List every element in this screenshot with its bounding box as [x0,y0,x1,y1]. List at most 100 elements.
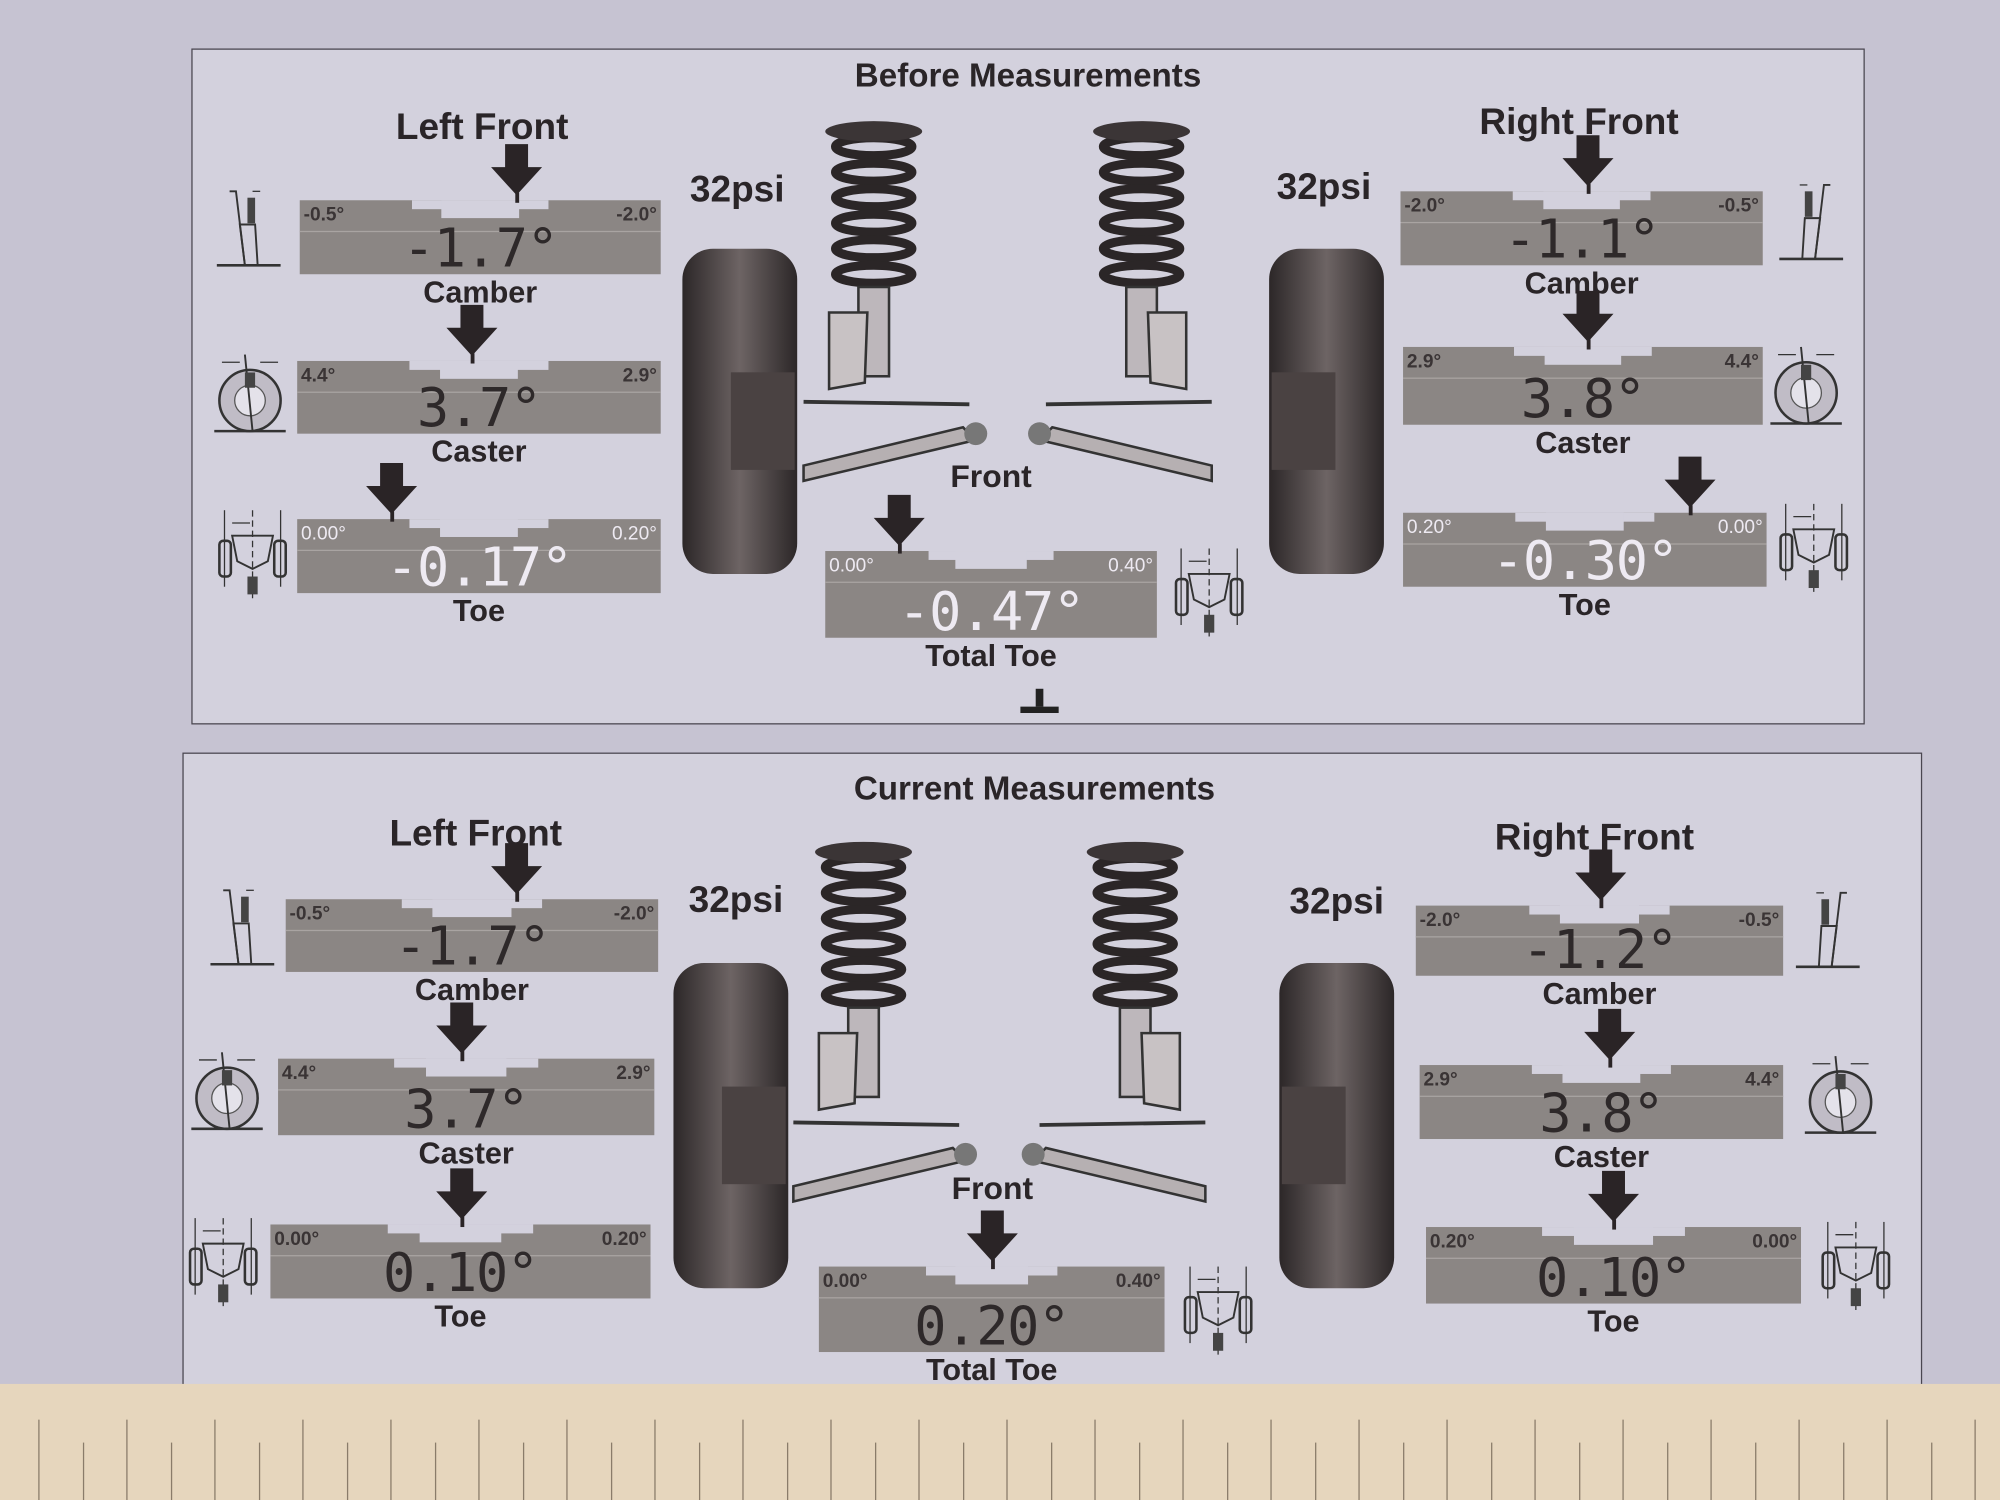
ruler-tick [478,1419,480,1500]
down-arrow-icon [446,304,498,364]
gauge-line [1403,543,1767,545]
strut-illustration [1028,121,1214,483]
wheel-illustration [1269,248,1384,574]
ruler-tick [522,1442,524,1500]
toe-icon [1183,1266,1253,1356]
ruler-tick [742,1419,744,1500]
caster-icon [214,354,286,433]
gauge-notch [426,1058,507,1077]
gauge-min-label: 4.4° [281,1062,317,1085]
ruler-tick [1622,1419,1624,1500]
front-label: Front [951,1170,1034,1207]
toe-icon [1174,548,1244,638]
gauge-line [825,581,1157,583]
ruler-tick [918,1419,920,1500]
gauge-max-label: -2.0° [613,903,655,925]
gauge-min-label: 0.00° [822,1270,868,1293]
ruler-tick [654,1419,656,1500]
left-front-caster-gauge: 4.4°2.9°3.7° [278,1058,655,1140]
ruler-tick [1886,1419,1888,1500]
gauge-max-label: -0.5° [1738,909,1780,932]
left-front-camber-label: Camber [414,973,529,1008]
left-front-toe-gauge: 0.00°0.20°0.10° [270,1224,651,1304]
caster-icon [1770,346,1842,425]
gauge-max-label: 2.9° [616,1062,651,1085]
left-front-title: Left Front [395,107,569,148]
camber-icon [210,889,275,966]
gauge-line [1403,377,1763,379]
ruler-tick [1754,1442,1756,1500]
gauge-notch [432,899,512,918]
total-toe-gauge: 0.00°0.40°-0.47° [825,551,1157,643]
gauge-notch [441,200,519,219]
left-front-caster-label: Caster [431,434,527,470]
gauge-notch [1562,1065,1641,1083]
down-arrow-icon [1664,456,1716,516]
ruler-tick [698,1442,700,1500]
ruler-tick [302,1419,304,1500]
gauge-line [299,230,661,233]
ruler-tick [126,1419,128,1500]
left-front-camber-gauge: -0.5°-2.0°-1.7° [285,899,659,977]
ruler-tick [1490,1442,1492,1500]
ruler-tick [1050,1442,1052,1500]
gauge-max-label: 4.4° [1745,1068,1780,1091]
gauge-min-label: 2.9° [1406,350,1442,373]
down-arrow-icon [491,843,543,902]
ruler-tick [1974,1419,1976,1500]
ruler-tick [1138,1442,1140,1500]
ruler-tick [170,1442,172,1500]
toe-icon [1821,1221,1891,1312]
ruler-tick [390,1419,392,1500]
ruler-tick [1270,1419,1272,1500]
right-front-caster-gauge: 2.9°4.4°3.8° [1419,1065,1784,1144]
gauge-min-label: -0.5° [289,903,331,925]
down-arrow-icon [436,1168,488,1228]
down-arrow-icon [366,463,418,522]
gauge-min-label: 0.00° [274,1228,320,1250]
down-arrow-icon [1562,135,1614,194]
gauge-min-label: -2.0° [1419,909,1461,932]
ruler-tick [1446,1419,1448,1500]
ruler-tick [82,1442,84,1500]
total-toe-gauge: 0.00°0.40°0.20° [818,1266,1165,1357]
down-arrow-icon [1575,849,1627,909]
total-toe-label: Total Toe [925,639,1057,674]
strut-illustration [1021,841,1207,1204]
gauge-max-label: 0.20° [601,1228,647,1250]
gauge-notch [440,519,518,537]
ruler-tick [1666,1442,1668,1500]
left-front-caster-gauge: 4.4°2.9°3.7° [297,360,661,439]
gauge-line [1415,936,1784,938]
right-front-caster-label: Caster [1553,1140,1650,1175]
gauge-min-label: 4.4° [301,364,336,387]
left-front-title: Left Front [389,813,563,855]
gauge-max-label: 0.40° [1108,554,1154,577]
toe-icon [1779,503,1849,594]
gauge-notch [954,1266,1029,1285]
ruler-tick [1182,1419,1184,1500]
ruler-tick [1578,1442,1580,1500]
gauge-max-label: 0.00° [1752,1230,1798,1253]
wheel-illustration [682,248,798,574]
gauge-value: -1.1° [1504,207,1660,271]
down-arrow-icon [1562,290,1614,350]
ruler-tick [434,1442,436,1500]
gauge-line [297,391,661,393]
gauge-min-label: 0.20° [1406,516,1452,539]
ruler-tick [1842,1442,1844,1500]
gauge-notch [1560,905,1639,924]
gauge-line [278,1089,655,1091]
gauge-min-label: 2.9° [1423,1068,1458,1091]
right-front-caster-gauge: 2.9°4.4°3.8° [1403,346,1763,430]
gauge-notch [440,360,518,379]
caster-icon [191,1052,263,1131]
ruler-tick [874,1442,876,1500]
ruler-tick [1402,1442,1404,1500]
down-arrow-icon [1584,1008,1636,1068]
down-arrow-icon [436,1002,488,1062]
gauge-max-label: 0.20° [611,522,657,545]
left-front-toe-label: Toe [434,1299,487,1335]
right-front-tire-pressure: 32psi [1276,167,1372,208]
